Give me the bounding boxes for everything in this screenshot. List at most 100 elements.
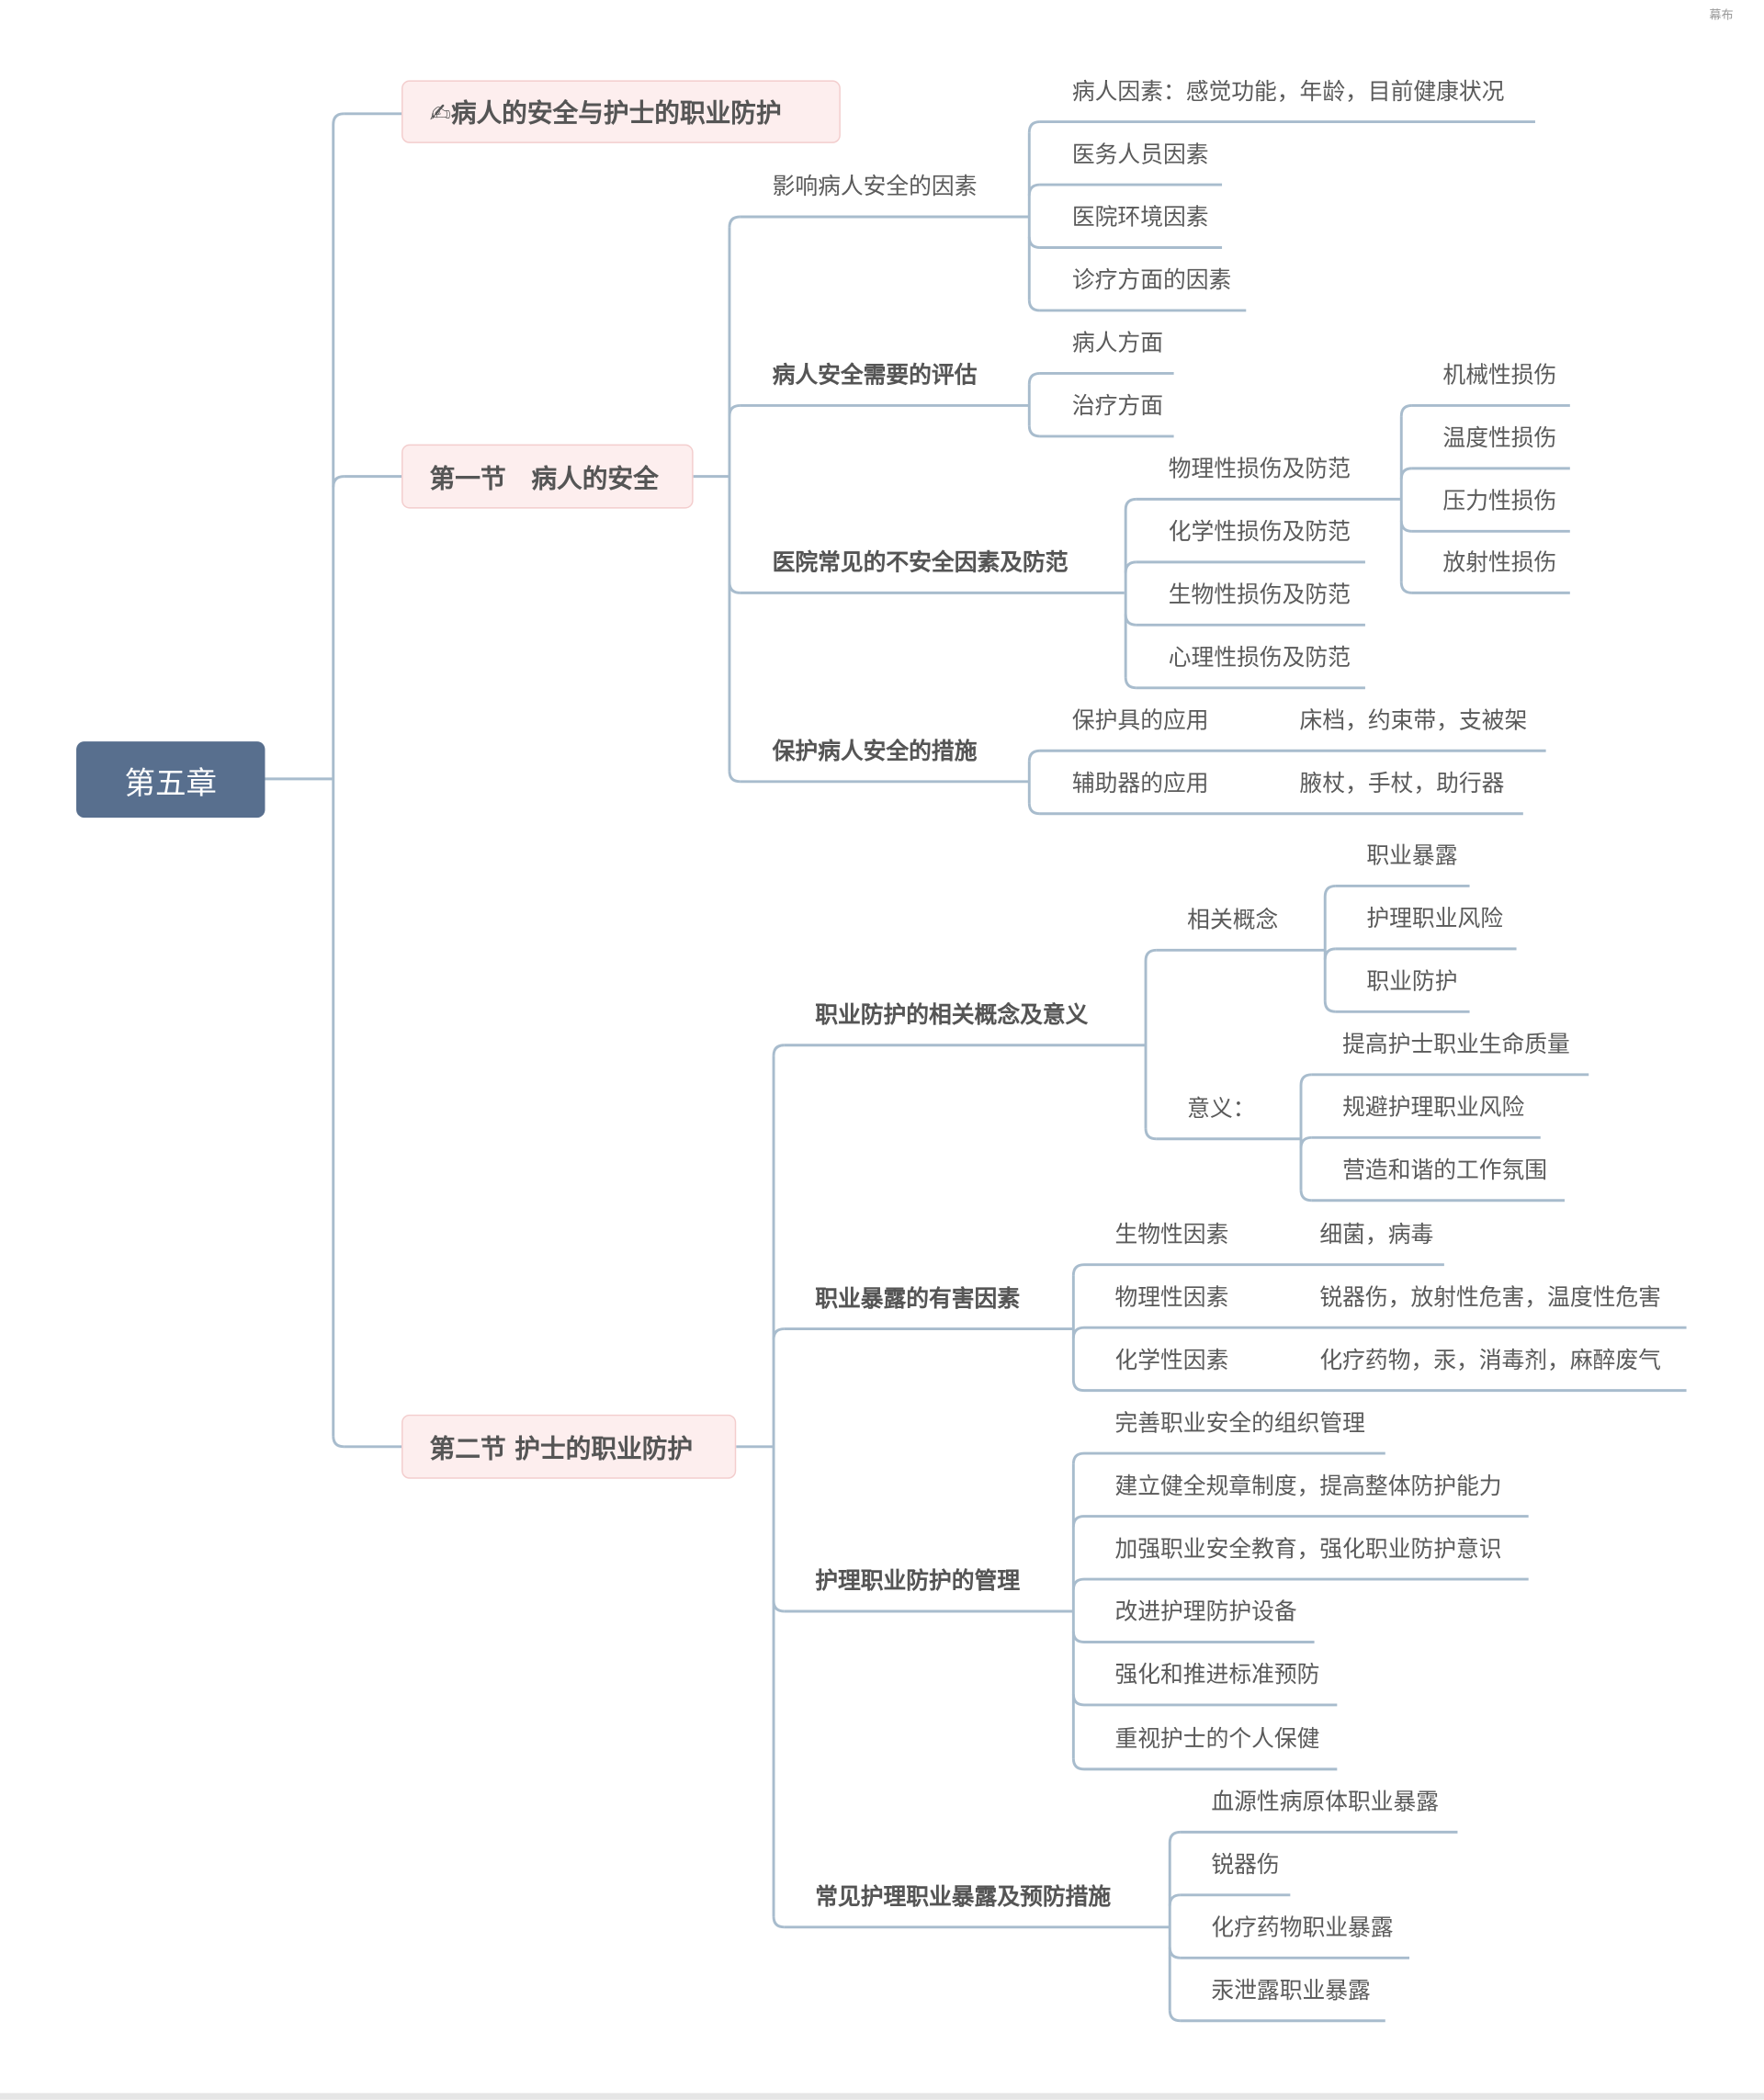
node[interactable]: 保护具的应用 bbox=[1071, 707, 1209, 735]
branch-curve bbox=[1071, 1515, 1085, 1528]
bottom-bar bbox=[0, 2093, 1764, 2100]
node[interactable]: 完善职业安全的组织管理 bbox=[1114, 1410, 1365, 1438]
branch-curve bbox=[332, 112, 345, 125]
branch-curve bbox=[1071, 1694, 1085, 1707]
node[interactable]: 锐器伤 bbox=[1211, 1852, 1280, 1880]
node[interactable]: 职业防护的相关概念及意义 bbox=[815, 1002, 1089, 1030]
node[interactable]: 心理性损伤及防范 bbox=[1168, 645, 1351, 672]
node-detail[interactable]: 锐器伤，放射性危害，温度性危害 bbox=[1319, 1284, 1661, 1312]
branch-curve bbox=[1027, 749, 1041, 762]
node[interactable]: 血源性病原体职业暴露 bbox=[1211, 1789, 1440, 1816]
node[interactable]: 病人因素：感觉功能，年龄，目前健康状况 bbox=[1071, 78, 1505, 107]
branch-curve bbox=[1144, 1128, 1157, 1141]
branch-curve bbox=[1168, 1830, 1181, 1844]
node-detail[interactable]: 床档，约束带，支被架 bbox=[1299, 707, 1528, 735]
branch-curve bbox=[1299, 1190, 1312, 1202]
node[interactable]: 常见护理职业暴露及预防措施 bbox=[815, 1884, 1112, 1912]
node[interactable]: 物理性因素 bbox=[1114, 1284, 1229, 1312]
branch-curve bbox=[1027, 803, 1041, 816]
node[interactable]: 生物性因素 bbox=[1114, 1222, 1229, 1249]
branch-curve bbox=[1323, 947, 1336, 960]
branch-curve bbox=[1124, 614, 1136, 627]
branch-curve bbox=[1071, 1379, 1085, 1393]
node[interactable]: 汞泄露职业暴露 bbox=[1211, 1978, 1371, 2005]
branch-curve bbox=[1124, 677, 1136, 690]
node[interactable]: 加强职业安全教育，强化职业防护意识 bbox=[1114, 1536, 1502, 1564]
node[interactable]: 意义： bbox=[1187, 1096, 1256, 1123]
branch-curve bbox=[728, 581, 741, 594]
node[interactable]: 影响病人安全的因素 bbox=[772, 174, 978, 201]
branch-curve bbox=[1399, 403, 1412, 417]
node[interactable]: 治疗方面 bbox=[1071, 393, 1163, 421]
node[interactable]: 诊疗方面的因素 bbox=[1071, 267, 1232, 295]
node[interactable]: 规避护理职业风险 bbox=[1342, 1094, 1525, 1122]
node[interactable]: 相关概念 bbox=[1187, 907, 1279, 934]
node[interactable]: 医院常见的不安全因素及防范 bbox=[772, 549, 1069, 577]
node[interactable]: 职业防护 bbox=[1366, 968, 1458, 996]
branch-curve bbox=[1071, 1451, 1085, 1464]
branch-curve bbox=[1399, 520, 1412, 533]
branch-curve bbox=[728, 771, 741, 784]
branch-curve bbox=[772, 1600, 785, 1613]
branch-curve bbox=[1071, 1631, 1085, 1643]
branch-curve bbox=[772, 1327, 785, 1340]
node-detail[interactable]: 细菌，病毒 bbox=[1319, 1222, 1434, 1249]
branch-curve bbox=[1071, 1326, 1085, 1338]
node[interactable]: 保护病人安全的措施 bbox=[772, 739, 978, 766]
node[interactable]: 辅助器的应用 bbox=[1071, 771, 1209, 798]
node[interactable]: 医务人员因素 bbox=[1071, 141, 1209, 169]
section1-node[interactable]: 第一节 病人的安全 bbox=[401, 444, 694, 509]
node[interactable]: 温度性损伤 bbox=[1442, 425, 1557, 453]
node[interactable]: 机械性损伤 bbox=[1442, 362, 1557, 390]
branch-curve bbox=[728, 403, 741, 417]
title-node[interactable]: ✍病人的安全与护士的职业防护 bbox=[401, 80, 841, 143]
node[interactable]: 化学性因素 bbox=[1114, 1347, 1229, 1375]
branch-curve bbox=[1323, 1000, 1336, 1013]
node[interactable]: 职业暴露 bbox=[1366, 842, 1458, 870]
branch-curve bbox=[772, 1916, 785, 1929]
node[interactable]: 化学性损伤及防范 bbox=[1168, 519, 1351, 547]
branch-curve bbox=[1027, 183, 1041, 196]
node[interactable]: 职业暴露的有害因素 bbox=[815, 1285, 1021, 1314]
branch-curve bbox=[1124, 497, 1136, 511]
node[interactable]: 病人方面 bbox=[1071, 330, 1163, 357]
watermark-logo: 幕布 bbox=[1709, 9, 1734, 23]
branch-curve bbox=[1399, 467, 1412, 480]
branch-curve bbox=[1299, 1135, 1312, 1149]
branch-curve bbox=[1323, 884, 1336, 898]
branch-curve bbox=[1168, 1947, 1181, 1959]
node[interactable]: 物理性损伤及防范 bbox=[1168, 456, 1351, 483]
branch-curve bbox=[1027, 236, 1041, 249]
branch-curve bbox=[1071, 1758, 1085, 1771]
branch-curve bbox=[332, 475, 345, 488]
node-detail[interactable]: 化疗药物，汞，消毒剂，麻醉废气 bbox=[1319, 1347, 1661, 1375]
branch-curve bbox=[332, 1436, 345, 1449]
branch-curve bbox=[1071, 1263, 1085, 1276]
branch-curve bbox=[1168, 1893, 1181, 1906]
branch-curve bbox=[1124, 560, 1136, 573]
branch-curve bbox=[1027, 425, 1041, 438]
node[interactable]: 病人安全需要的评估 bbox=[772, 362, 978, 390]
node[interactable]: 医院环境因素 bbox=[1071, 204, 1209, 232]
node[interactable]: 生物性损伤及防范 bbox=[1168, 581, 1351, 609]
branch-curve bbox=[1027, 120, 1041, 133]
node[interactable]: 护理职业防护的管理 bbox=[815, 1568, 1021, 1596]
node[interactable]: 建立健全规章制度，提高整体防护能力 bbox=[1114, 1473, 1502, 1501]
node[interactable]: 强化和推进标准预防 bbox=[1114, 1662, 1320, 1689]
section2-node[interactable]: 第二节 护士的职业防护 bbox=[401, 1414, 737, 1479]
node[interactable]: 化疗药物职业暴露 bbox=[1211, 1914, 1394, 1942]
branch-curve bbox=[1027, 299, 1041, 312]
root-node[interactable]: 第五章 bbox=[76, 741, 266, 819]
node[interactable]: 重视护士的个人保健 bbox=[1114, 1726, 1320, 1754]
node[interactable]: 压力性损伤 bbox=[1442, 488, 1557, 515]
node[interactable]: 护理职业风险 bbox=[1366, 906, 1503, 933]
branch-curve bbox=[1299, 1073, 1312, 1086]
branch-curve bbox=[1144, 948, 1157, 962]
node-detail[interactable]: 腋杖，手杖，助行器 bbox=[1299, 771, 1505, 798]
node[interactable]: 提高护士职业生命质量 bbox=[1342, 1032, 1570, 1059]
node[interactable]: 放射性损伤 bbox=[1442, 549, 1557, 577]
node[interactable]: 营造和谐的工作氛围 bbox=[1342, 1157, 1548, 1185]
node[interactable]: 改进护理防护设备 bbox=[1114, 1598, 1297, 1627]
